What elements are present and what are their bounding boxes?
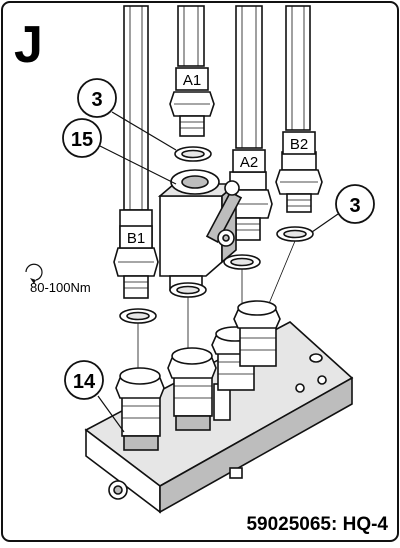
part-number: 59025065: HQ-4 (246, 514, 388, 535)
svg-text:A2: A2 (240, 154, 258, 171)
callout-15: 15 (62, 118, 102, 158)
svg-text:B1: B1 (127, 230, 145, 247)
svg-text:15: 15 (71, 129, 93, 151)
coupling-2 (167, 347, 217, 431)
svg-text:B2: B2 (290, 136, 308, 153)
label-tag-b1: B1 (119, 225, 153, 249)
leader-line-3-top (111, 111, 177, 151)
torque-arrow-icon (25, 263, 43, 284)
coupling-1 (115, 367, 165, 451)
label-tag-a1: A1 (175, 67, 209, 91)
hose-b2 (275, 5, 323, 213)
svg-text:A1: A1 (183, 72, 201, 89)
o-ring-a1 (174, 146, 212, 162)
coupling-4 (233, 300, 281, 367)
o-ring-valve (169, 282, 207, 298)
hose-a1 (169, 5, 215, 137)
label-tag-b2: B2 (282, 131, 316, 155)
torque-spec: 80-100Nm (30, 280, 91, 295)
svg-text:3: 3 (91, 89, 102, 111)
callout-3-right: 3 (335, 184, 375, 224)
leader-line-15 (99, 145, 177, 185)
svg-text:14: 14 (73, 371, 96, 393)
label-tag-a2: A2 (232, 149, 266, 173)
leader-line-14 (97, 395, 125, 433)
o-ring-b1 (119, 308, 157, 324)
callout-14: 14 (64, 360, 104, 400)
step-letter: J (14, 16, 43, 74)
callout-3-top: 3 (77, 78, 117, 118)
svg-text:3: 3 (349, 195, 360, 217)
o-ring-b2 (276, 226, 314, 242)
leader-line-3-right (311, 213, 339, 233)
o-ring-a2 (223, 254, 261, 270)
